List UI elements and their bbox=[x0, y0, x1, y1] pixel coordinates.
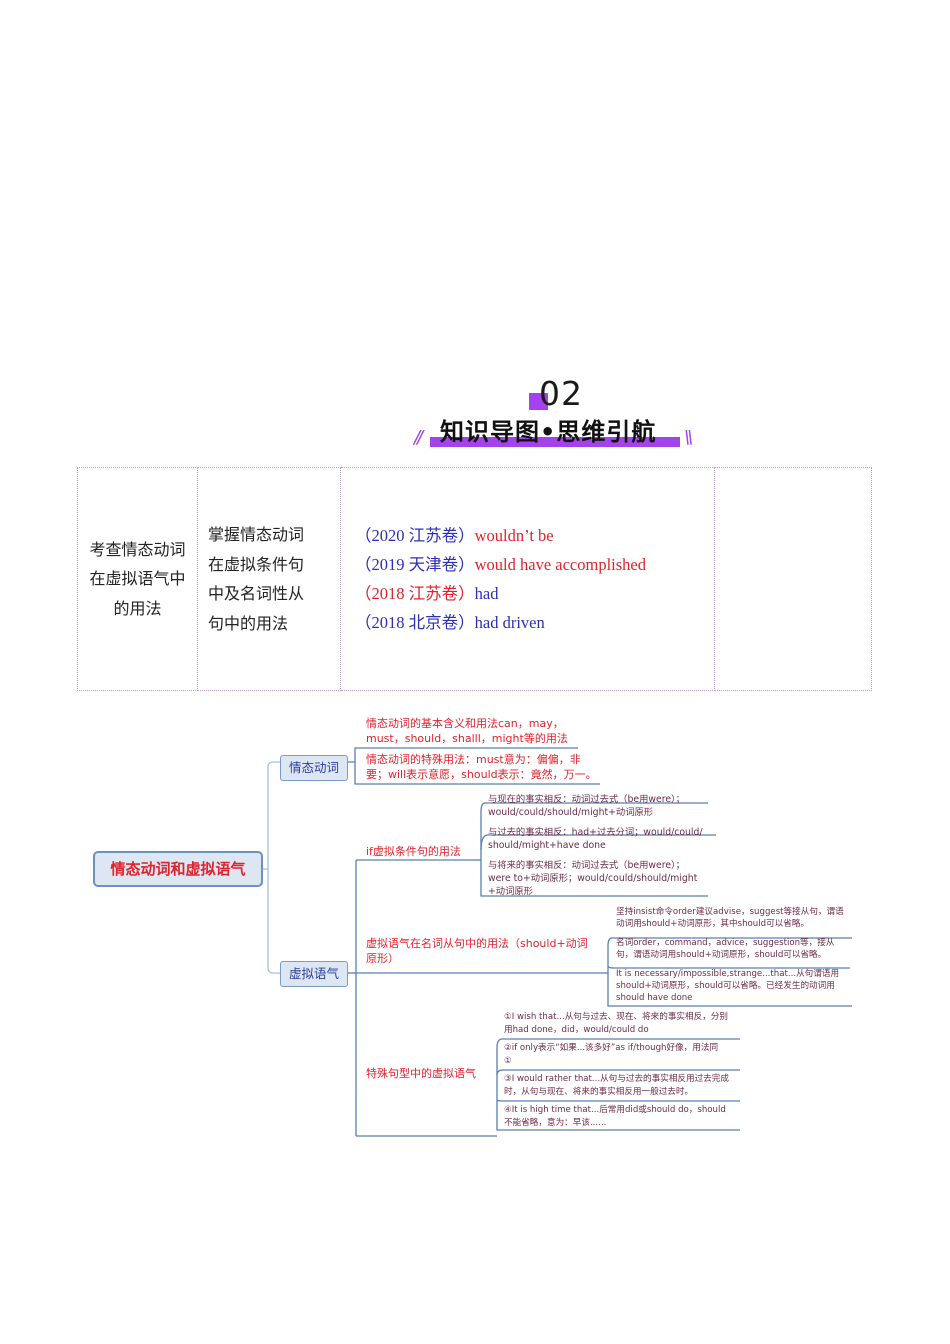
if-future-leaf: 与将来的事实相反：动词过去式（be用were）； were to+动词原形；wo… bbox=[488, 860, 697, 898]
empty-cell bbox=[714, 467, 872, 691]
objective-line: 在虚拟条件句 bbox=[208, 554, 305, 574]
nominal-noun-leaf: 名词order，command，advice，suggestion等，接从 句，… bbox=[616, 937, 834, 961]
exam-source: （2018 江苏卷） bbox=[355, 584, 475, 603]
leaf-line: +动词原形 bbox=[488, 885, 533, 897]
nominal-verb-leaf: 坚持insist命令order建议advise，suggest等接从句，谓语 动… bbox=[616, 906, 844, 930]
section-number-accent bbox=[529, 393, 548, 410]
exam-source: （2020 江苏卷） bbox=[355, 526, 475, 545]
leaf-line: should have done bbox=[616, 993, 693, 1003]
slash-left-icon: // bbox=[414, 427, 423, 448]
leaf-line: 句，谓语动词用should+动词原形，should可以省略。 bbox=[616, 950, 827, 960]
leaf-line: would/could/should/might+动词原形 bbox=[488, 806, 654, 818]
leaf-line: 与过去的事实相反：had+过去分词；would/could/ bbox=[488, 827, 703, 838]
modal-basic-usage: 情态动词的基本含义和用法can，may， must，should，shalll，… bbox=[366, 717, 568, 746]
leaf-line: It is necessary/impossible,strange...tha… bbox=[616, 969, 840, 979]
exam-example: （2018 江苏卷）had bbox=[355, 579, 714, 608]
special-high-time-leaf: ④It is high time that...后常用did或should do… bbox=[504, 1104, 726, 1129]
leaf-line: 用had done，did，would/could do bbox=[504, 1024, 649, 1035]
exam-answer: had driven bbox=[474, 613, 545, 632]
if-conditional-label: if虚拟条件句的用法 bbox=[366, 845, 461, 858]
exam-focus-cell: 考查情态动词 在虚拟语气中 的用法 bbox=[77, 467, 198, 691]
nominal-clause-label: 虚拟语气在名词从句中的用法（should+动词 原形） bbox=[366, 937, 588, 966]
leaf-line: were to+动词原形；would/could/should/might bbox=[488, 872, 698, 884]
if-present-leaf: 与现在的事实相反：动词过去式（be用were）； would/could/sho… bbox=[488, 794, 685, 820]
leaf-line: 坚持insist命令order建议advise，suggest等接从句，谓语 bbox=[616, 907, 844, 917]
objective-line: 句中的用法 bbox=[208, 613, 289, 633]
leaf-line: 动词用should+动词原形，其中should可以省略。 bbox=[616, 919, 810, 929]
exam-source: （2019 天津卷） bbox=[355, 555, 475, 574]
leaf-line: ① bbox=[504, 1055, 512, 1066]
leaf-line: 情态动词的基本含义和用法can，may， bbox=[366, 717, 564, 730]
branch-subjunctive: 虚拟语气 bbox=[280, 961, 348, 987]
exam-focus-line: 的用法 bbox=[113, 598, 162, 618]
leaf-line: ①I wish that...从句与过去、现在、将来的事实相反，分别 bbox=[504, 1012, 728, 1022]
exam-example: （2019 天津卷）would have accomplished bbox=[355, 550, 714, 579]
leaf-line: 时，从句与现在、将来的事实相反用一般过去时。 bbox=[504, 1086, 694, 1097]
leaf-line: 与现在的事实相反：动词过去式（be用were）； bbox=[488, 794, 685, 805]
exam-example: （2018 北京卷）had driven bbox=[355, 608, 714, 637]
exam-focus-line: 在虚拟语气中 bbox=[89, 569, 186, 589]
section-title-text: 知识导图•思维引航 bbox=[440, 418, 657, 446]
knowledge-table: 考查情态动词 在虚拟语气中 的用法 掌握情态动词 在虚拟条件句 中及名词性从 句… bbox=[77, 467, 872, 691]
leaf-line: ②if only表示“如果...该多好”as if/though好像，用法同 bbox=[504, 1043, 719, 1053]
special-would-rather-leaf: ③I would rather that...从句与过去的事实相反用过去完成 时… bbox=[504, 1073, 729, 1098]
exam-source: （2018 北京卷） bbox=[355, 613, 475, 632]
special-if-only-leaf: ②if only表示“如果...该多好”as if/though好像，用法同 ① bbox=[504, 1042, 718, 1067]
special-sentence-label: 特殊句型中的虚拟语气 bbox=[366, 1067, 476, 1080]
objective-line: 中及名词性从 bbox=[208, 584, 305, 603]
exam-answer: would have accomplished bbox=[474, 555, 646, 574]
leaf-line: ③I would rather that...从句与过去的事实相反用过去完成 bbox=[504, 1074, 729, 1084]
exam-example: （2020 江苏卷）wouldn’t be bbox=[355, 521, 714, 550]
exam-examples-cell: （2020 江苏卷）wouldn’t be （2019 天津卷）would ha… bbox=[340, 467, 715, 691]
leaf-line: 原形） bbox=[366, 951, 399, 965]
leaf-line: ④It is high time that...后常用did或should do… bbox=[504, 1105, 726, 1115]
leaf-line: 虚拟语气在名词从句中的用法（should+动词 bbox=[366, 937, 588, 950]
nominal-adj-leaf: It is necessary/impossible,strange...tha… bbox=[616, 968, 839, 1004]
leaf-line: 要；will表示意愿，should表示：竟然，万一。 bbox=[366, 767, 597, 781]
section-title-highlight bbox=[430, 437, 680, 447]
leaf-line: 不能省略，意为：早该...... bbox=[504, 1117, 607, 1128]
section-number: 02 bbox=[529, 374, 589, 414]
mind-map-connectors bbox=[263, 747, 852, 1137]
leaf-line: should+动词原形，should可以省略。已经发生的动词用 bbox=[616, 981, 835, 991]
modal-special-usage: 情态动词的特殊用法：must意为：偏偏，非 要；will表示意愿，should表… bbox=[366, 753, 597, 782]
exam-focus-line: 考查情态动词 bbox=[89, 539, 186, 559]
special-wish-leaf: ①I wish that...从句与过去、现在、将来的事实相反，分别 用had … bbox=[504, 1011, 728, 1036]
section-title: // 知识导图•思维引航 \\ bbox=[412, 415, 702, 451]
objective-line: 掌握情态动词 bbox=[208, 525, 305, 544]
table-row: 考查情态动词 在虚拟语气中 的用法 掌握情态动词 在虚拟条件句 中及名词性从 句… bbox=[77, 467, 872, 691]
section-number-text: 02 bbox=[539, 374, 583, 413]
leaf-line: 情态动词的特殊用法：must意为：偏偏，非 bbox=[366, 753, 581, 766]
branch-modal-verbs: 情态动词 bbox=[280, 755, 348, 781]
if-past-leaf: 与过去的事实相反：had+过去分词；would/could/ should/mi… bbox=[488, 827, 703, 853]
exam-answer: wouldn’t be bbox=[474, 526, 554, 545]
leaf-line: should/might+have done bbox=[488, 839, 606, 851]
objective-cell: 掌握情态动词 在虚拟条件句 中及名词性从 句中的用法 bbox=[197, 467, 341, 691]
mind-map: 情态动词和虚拟语气 情态动词 虚拟语气 情态动词的基本含义和用法can，may，… bbox=[0, 700, 950, 1150]
leaf-line: 与将来的事实相反：动词过去式（be用were）； bbox=[488, 860, 685, 871]
leaf-line: 名词order，command，advice，suggestion等，接从 bbox=[616, 938, 835, 948]
slash-right-icon: \\ bbox=[684, 427, 693, 448]
exam-answer: had bbox=[474, 584, 499, 603]
mind-map-root: 情态动词和虚拟语气 bbox=[93, 851, 263, 887]
leaf-line: must，should，shalll，might等的用法 bbox=[366, 731, 568, 745]
